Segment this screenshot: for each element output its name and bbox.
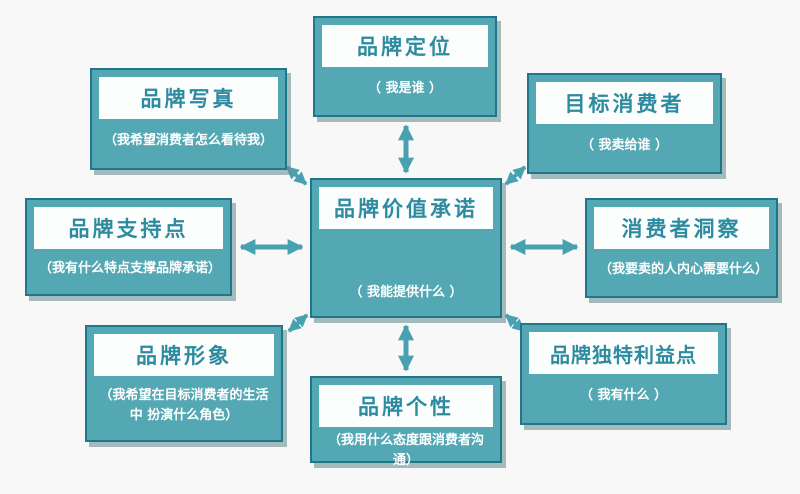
node-subtitle: （我有什么特点支撑品牌承诺） bbox=[39, 261, 222, 277]
node-brand-unique-benefit: 品牌独特利益点 （ 我有什么 ） bbox=[520, 323, 727, 425]
node-brand-image: 品牌形象 （我希望在目标消费者的生活中 扮演什么角色） bbox=[85, 325, 283, 442]
node-subtitle: （我希望消费者怎么看待我） bbox=[104, 133, 274, 149]
node-brand-personality: 品牌个性 （我用什么态度跟消费者沟通） bbox=[310, 376, 502, 468]
arrow-topleft-diagonal bbox=[285, 165, 308, 186]
node-subtitle: （ 我能提供什么 ） bbox=[349, 284, 463, 300]
node-title: 品牌写真 bbox=[99, 77, 278, 119]
arrow-bottomleft-diagonal bbox=[287, 313, 309, 333]
node-title: 消费者洞察 bbox=[594, 207, 769, 249]
node-title: 目标消费者 bbox=[536, 82, 713, 124]
node-brand-support: 品牌支持点 （我有什么特点支撑品牌承诺） bbox=[25, 198, 232, 296]
node-target-consumer: 目标消费者 （ 我卖给谁 ） bbox=[527, 73, 722, 174]
node-title: 品牌个性 bbox=[319, 385, 493, 427]
node-subtitle: （我用什么态度跟消费者沟通） bbox=[327, 433, 484, 469]
node-title: 品牌定位 bbox=[322, 25, 488, 67]
node-title: 品牌独特利益点 bbox=[529, 332, 718, 374]
node-title: 品牌支持点 bbox=[34, 207, 223, 249]
node-subtitle: （ 我是谁 ） bbox=[367, 80, 443, 96]
arrow-topright-diagonal bbox=[504, 165, 527, 186]
node-subtitle: （ 我有什么 ） bbox=[579, 388, 668, 404]
node-title: 品牌形象 bbox=[94, 334, 274, 376]
node-subtitle: （我要卖的人内心需要什么） bbox=[599, 262, 769, 278]
node-subtitle: （我希望在目标消费者的生活中 扮演什么角色） bbox=[99, 387, 269, 423]
node-brand-value-promise: 品牌价值承诺 （ 我能提供什么 ） bbox=[310, 178, 502, 318]
node-title: 品牌价值承诺 bbox=[319, 187, 493, 229]
node-brand-portrait: 品牌写真 （我希望消费者怎么看待我） bbox=[90, 68, 287, 170]
node-subtitle: （ 我卖给谁 ） bbox=[580, 137, 669, 153]
node-consumer-insight: 消费者洞察 （我要卖的人内心需要什么） bbox=[585, 198, 778, 298]
node-brand-positioning: 品牌定位 （ 我是谁 ） bbox=[313, 16, 497, 117]
